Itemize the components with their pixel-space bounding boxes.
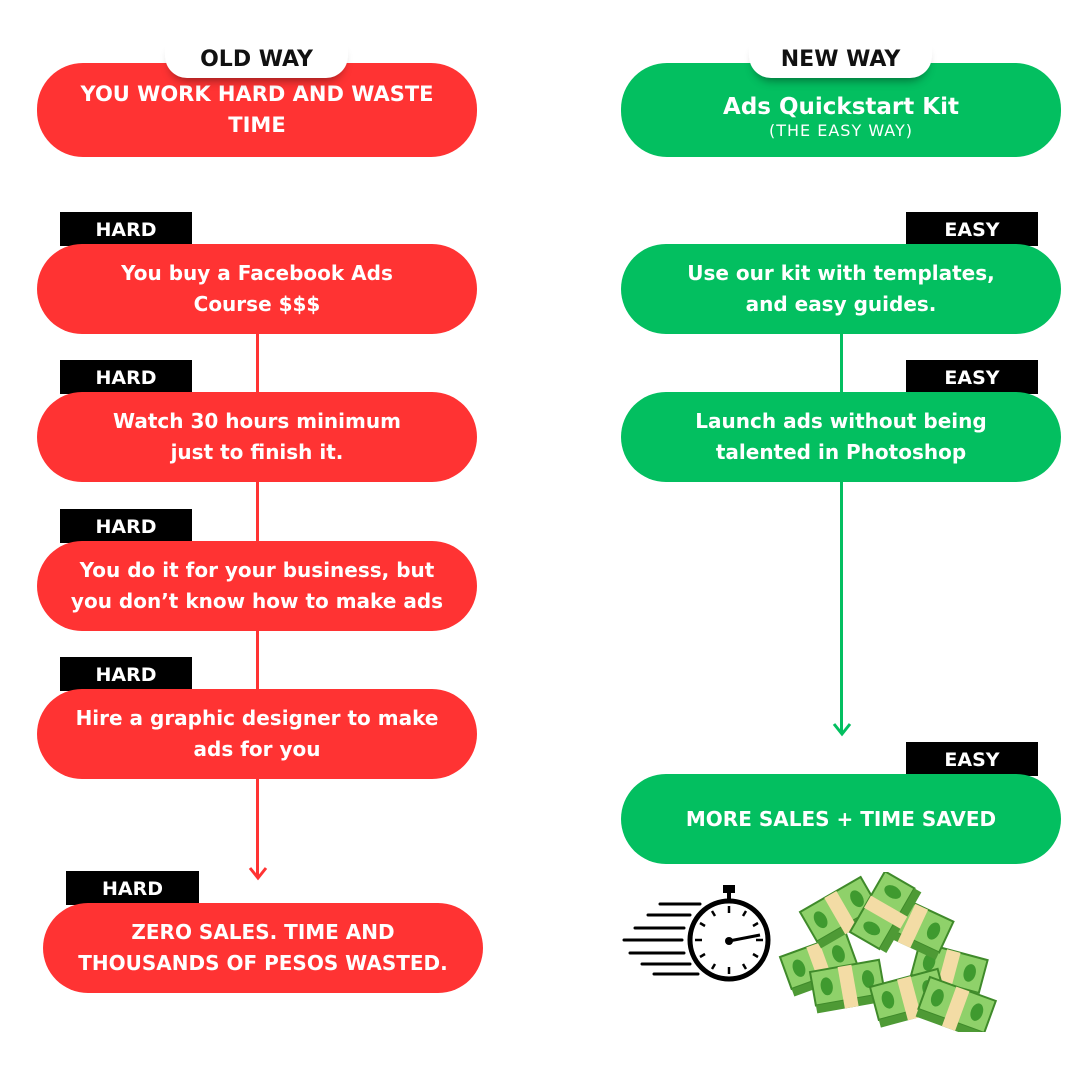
old-step-2-tag: HARD [60, 360, 192, 394]
new-step-2-tag: EASY [906, 360, 1038, 394]
old-step-2: Watch 30 hours minimum just to finish it… [37, 392, 477, 482]
old-result-text: ZERO SALES. TIME AND THOUSANDS OF PESOS … [78, 920, 448, 975]
old-step-1: You buy a Facebook Ads Course $$$ [37, 244, 477, 334]
new-way-header-text: Ads Quickstart Kit [723, 94, 959, 120]
new-way-connector [840, 334, 843, 732]
old-step-3-text: You do it for your business, but you don… [70, 558, 444, 613]
money-pile-icon [779, 872, 997, 1032]
old-step-1-text: You buy a Facebook Ads Course $$$ [121, 261, 393, 316]
old-result-tag: HARD [66, 871, 199, 905]
old-way-header-text: YOU WORK HARD AND WASTE TIME [80, 82, 434, 137]
old-step-3-tag: HARD [60, 509, 192, 543]
new-step-1: Use our kit with templates, and easy gui… [621, 244, 1061, 334]
old-result: ZERO SALES. TIME AND THOUSANDS OF PESOS … [43, 903, 483, 993]
new-result-text: MORE SALES + TIME SAVED [685, 806, 997, 831]
new-way-header-subtitle: (THE EASY WAY) [769, 121, 913, 140]
old-step-3: You do it for your business, but you don… [37, 541, 477, 631]
old-way-header: YOU WORK HARD AND WASTE TIME [37, 63, 477, 157]
new-step-1-text: Use our kit with templates, and easy gui… [687, 261, 995, 316]
new-way-tab: NEW WAY [749, 40, 932, 78]
old-way-arrowhead-icon [248, 867, 268, 881]
old-step-1-tag: HARD [60, 212, 192, 246]
new-step-2-text: Launch ads without being talented in Pho… [695, 409, 987, 464]
old-step-2-text: Watch 30 hours minimum just to finish it… [113, 409, 401, 464]
new-result: MORE SALES + TIME SAVED [621, 774, 1061, 864]
new-way-header: Ads Quickstart Kit (THE EASY WAY) [621, 63, 1061, 157]
old-step-4-text: Hire a graphic designer to make ads for … [75, 706, 439, 761]
stopwatch-icon [622, 885, 771, 982]
new-way-arrowhead-icon [832, 723, 852, 737]
old-way-tab: OLD WAY [165, 40, 348, 78]
new-step-2: Launch ads without being talented in Pho… [621, 392, 1061, 482]
new-step-1-tag: EASY [906, 212, 1038, 246]
old-step-4: Hire a graphic designer to make ads for … [37, 689, 477, 779]
new-result-tag: EASY [906, 742, 1038, 776]
old-step-4-tag: HARD [60, 657, 192, 691]
